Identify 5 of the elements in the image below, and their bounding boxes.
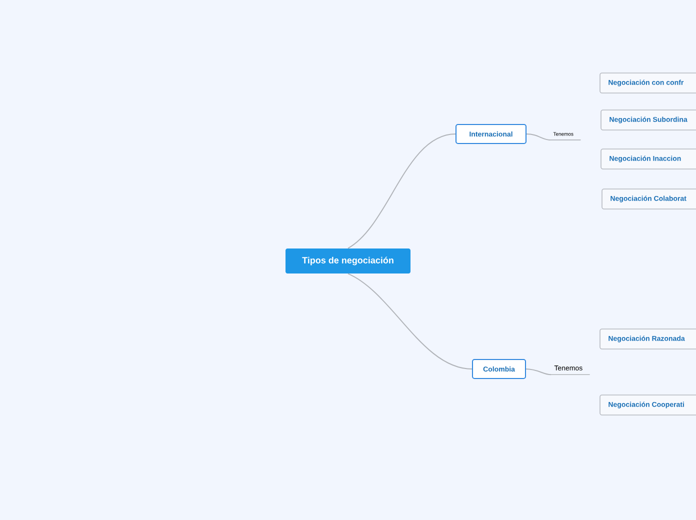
- connector: [348, 273, 472, 370]
- connector: [348, 134, 456, 249]
- connector: [526, 368, 552, 376]
- central-topic-box: Tipos de negociación: [286, 248, 410, 274]
- connector: [526, 134, 550, 140]
